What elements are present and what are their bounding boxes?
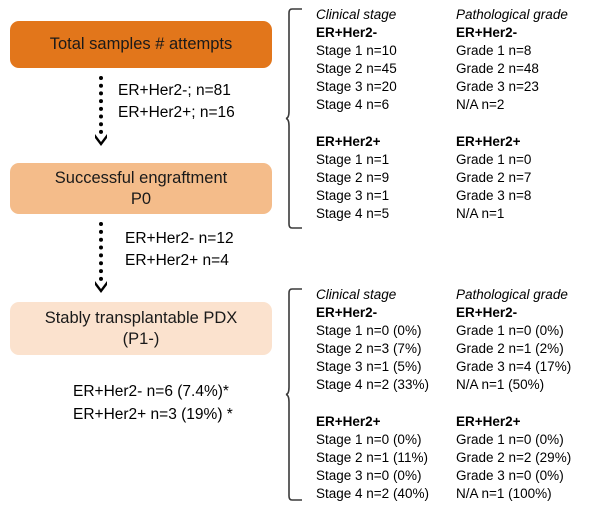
stat-row: Stage 3 n=1 [316, 188, 390, 203]
stat-row: Stage 4 n=5 [316, 206, 390, 221]
stat-column-pathological-grade: Pathological grade ER+Her2- Grade 1 n=0 … [456, 286, 596, 394]
column-subtitle-receptor-status: ER+Her2- [316, 305, 378, 320]
bracket-icon [285, 288, 302, 501]
column-title-clinical-stage: Clinical stage [316, 287, 397, 302]
pdx-summary-line-1: ER+Her2- n=6 (7.4%)* [73, 383, 229, 400]
stat-row: Stage 2 n=45 [316, 61, 397, 76]
arrow-stem [99, 76, 103, 134]
stat-column-pathological-grade: Pathological grade ER+Her2- Grade 1 n=8 … [456, 6, 596, 114]
dotted-arrow-icon-2 [93, 222, 109, 294]
stat-row: Stage 2 n=1 (11%) [316, 450, 428, 465]
arrow-label-line-1: ER+Her2-; n=81 [118, 82, 231, 99]
column-title-pathological-grade: Pathological grade [456, 7, 568, 22]
stat-group-er-pos-her2-neg: Clinical stage ER+Her2- Stage 1 n=0 (0%)… [316, 286, 596, 394]
stat-row: Grade 2 n=2 (29%) [456, 450, 572, 465]
stat-row: N/A n=1 (50%) [456, 377, 545, 392]
stat-row: Stage 2 n=9 [316, 170, 390, 185]
column-subtitle-receptor-status: ER+Her2- [456, 25, 518, 40]
stat-group-er-pos-her2-neg: Clinical stage ER+Her2- Stage 1 n=10 Sta… [316, 6, 596, 114]
stat-column-clinical-stage: Clinical stage ER+Her2- Stage 1 n=10 Sta… [316, 6, 456, 114]
stat-row: Stage 1 n=0 (0%) [316, 323, 422, 338]
column-subtitle-receptor-status: ER+Her2+ [316, 414, 381, 429]
arrowhead-down-icon [95, 281, 107, 293]
stat-column-clinical-stage: ER+Her2+ Stage 1 n=1 Stage 2 n=9 Stage 3… [316, 133, 456, 223]
stat-row: Stage 3 n=1 (5%) [316, 359, 422, 374]
stat-row: Grade 2 n=1 (2%) [456, 341, 564, 356]
stat-row: N/A n=2 [456, 97, 505, 112]
flow-box-successful-engraftment-line-1: Successful engraftment [54, 168, 228, 187]
stat-row: Stage 2 n=3 (7%) [316, 341, 422, 356]
stat-row: Stage 3 n=0 (0%) [316, 468, 422, 483]
flow-box-stably-transplantable-pdx-line-2: (P1-) [122, 329, 160, 348]
stat-row: Stage 3 n=20 [316, 79, 397, 94]
column-subtitle-receptor-status: ER+Her2- [456, 305, 518, 320]
bracket-icon [285, 8, 302, 229]
stat-row: Grade 1 n=8 [456, 43, 532, 58]
stat-group-er-pos-her2-pos: ER+Her2+ Stage 1 n=1 Stage 2 n=9 Stage 3… [316, 133, 596, 223]
stat-row: Stage 1 n=1 [316, 152, 390, 167]
stat-row: Grade 3 n=23 [456, 79, 539, 94]
stat-row: Stage 1 n=0 (0%) [316, 432, 422, 447]
stat-row: Grade 3 n=0 (0%) [456, 468, 564, 483]
column-subtitle-receptor-status: ER+Her2+ [456, 414, 521, 429]
arrow-label-line-2: ER+Her2+ n=4 [125, 252, 229, 269]
stat-row: Stage 4 n=6 [316, 97, 390, 112]
column-subtitle-receptor-status: ER+Her2+ [456, 134, 521, 149]
stat-row: N/A n=1 (100%) [456, 486, 552, 501]
dotted-arrow-icon-1 [93, 76, 109, 147]
stat-group-er-pos-her2-pos: ER+Her2+ Stage 1 n=0 (0%) Stage 2 n=1 (1… [316, 413, 596, 503]
pdx-summary-label: ER+Her2- n=6 (7.4%)* ER+Her2+ n=3 (19%) … [73, 380, 233, 426]
stat-row: Grade 2 n=48 [456, 61, 539, 76]
flow-box-stably-transplantable-pdx: Stably transplantable PDX (P1-) [10, 302, 272, 355]
column-title-pathological-grade: Pathological grade [456, 287, 568, 302]
bracket-bottom-cohort [285, 288, 303, 501]
arrowhead-down-icon [95, 134, 107, 146]
flow-box-successful-engraftment: Successful engraftment P0 [10, 163, 272, 214]
column-subtitle-receptor-status: ER+Her2+ [316, 134, 381, 149]
arrow-label-line-1: ER+Her2- n=12 [125, 230, 234, 247]
stat-column-clinical-stage: Clinical stage ER+Her2- Stage 1 n=0 (0%)… [316, 286, 456, 394]
pdx-summary-line-2: ER+Her2+ n=3 (19%) * [73, 406, 233, 423]
arrow-stem [99, 222, 103, 281]
stat-row: Grade 3 n=4 (17%) [456, 359, 572, 374]
stat-row: Stage 1 n=10 [316, 43, 397, 58]
arrow-label-engraftment-counts: ER+Her2-; n=81 ER+Her2+; n=16 [118, 80, 235, 124]
stat-panel-stably-transplantable-pdx: Clinical stage ER+Her2- Stage 1 n=0 (0%)… [316, 286, 596, 503]
flow-box-successful-engraftment-line-2: P0 [130, 189, 152, 208]
stat-row: N/A n=1 [456, 206, 505, 221]
stat-row: Grade 1 n=0 (0%) [456, 323, 564, 338]
stat-row: Grade 2 n=7 [456, 170, 532, 185]
flow-box-stably-transplantable-pdx-line-1: Stably transplantable PDX [44, 308, 238, 327]
stat-row: Grade 1 n=0 (0%) [456, 432, 564, 447]
flow-box-total-samples: Total samples # attempts [10, 21, 272, 68]
column-subtitle-receptor-status: ER+Her2- [316, 25, 378, 40]
stat-row: Grade 1 n=0 [456, 152, 532, 167]
stat-column-pathological-grade: ER+Her2+ Grade 1 n=0 Grade 2 n=7 Grade 3… [456, 133, 596, 223]
stat-row: Stage 4 n=2 (40%) [316, 486, 429, 501]
flow-box-total-samples-line-1: Total samples # attempts [49, 35, 233, 53]
arrow-label-line-2: ER+Her2+; n=16 [118, 104, 235, 121]
column-title-clinical-stage: Clinical stage [316, 7, 397, 22]
stat-panel-total-samples: Clinical stage ER+Her2- Stage 1 n=10 Sta… [316, 6, 596, 223]
stat-row: Grade 3 n=8 [456, 188, 532, 203]
bracket-top-cohort [285, 8, 303, 229]
arrow-label-pdx-counts: ER+Her2- n=12 ER+Her2+ n=4 [125, 228, 234, 272]
stat-column-clinical-stage: ER+Her2+ Stage 1 n=0 (0%) Stage 2 n=1 (1… [316, 413, 456, 503]
stat-column-pathological-grade: ER+Her2+ Grade 1 n=0 (0%) Grade 2 n=2 (2… [456, 413, 596, 503]
stat-row: Stage 4 n=2 (33%) [316, 377, 429, 392]
